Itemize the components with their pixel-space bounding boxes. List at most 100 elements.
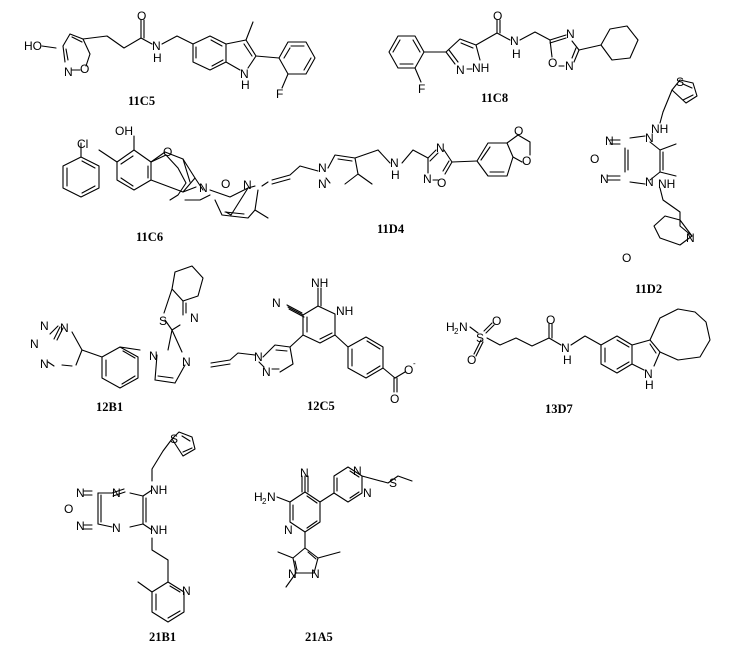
atom-n: N — [318, 161, 327, 175]
atom-chlorine: Cl — [77, 137, 88, 151]
atom-sulfur: S — [476, 331, 484, 345]
compound-21A5: N H 2 N N N N S N N 21A5 — [254, 464, 413, 644]
atom-n: N — [645, 175, 654, 189]
atom-h: H — [153, 51, 162, 65]
atom-nh: NH — [651, 122, 668, 136]
atom-n: N — [600, 172, 609, 186]
atom-sulfur: S — [389, 476, 397, 490]
atom-h: H — [512, 47, 521, 61]
atom-n: N — [605, 134, 614, 148]
atom-hydroxyl: OH — [115, 124, 133, 138]
atom-n: N — [363, 486, 372, 500]
atom-n: N — [190, 311, 199, 325]
atom-sulfur: S — [676, 75, 684, 89]
compound-label-21A5: 21A5 — [305, 630, 333, 644]
compound-13D7: H 2 N S O O O N H N H 13D7 — [446, 308, 711, 416]
atom-n: N — [40, 357, 49, 371]
atom-nitrile-n: N — [300, 466, 309, 480]
compound-11C8: F N NH O N H N O N 11C8 — [388, 9, 639, 105]
atom-n: N — [262, 365, 271, 379]
atom-o: O — [221, 177, 230, 191]
atom-n: N — [423, 172, 432, 186]
compound-11C6: OH Cl O N O N 11C6 — [62, 124, 269, 244]
atom-n: N — [112, 521, 121, 535]
compound-label-11D4: 11D4 — [377, 222, 405, 236]
atom-amine-n: N — [267, 490, 276, 504]
atom-h: H — [563, 353, 572, 367]
compound-21B1: S N NH N O N N NH N 21B1 — [64, 431, 196, 644]
atom-n: N — [40, 319, 49, 333]
atom-nitrile-n: N — [272, 296, 281, 310]
atom-n: N — [645, 131, 654, 145]
atom-imine-nh: NH — [311, 276, 328, 290]
atom-pyridine-n: N — [182, 584, 191, 598]
atom-indole-n: N — [240, 67, 249, 81]
compound-12C5: N NH NH N N O - O 12C5 — [210, 276, 416, 413]
compound-label-21B1: 21B1 — [149, 630, 176, 644]
atom-carboxylate-o: O — [404, 363, 413, 377]
atom-o: O — [437, 176, 446, 190]
atom-n: N — [76, 486, 85, 500]
atom-n: N — [436, 141, 445, 155]
atom-n: N — [254, 350, 263, 364]
compound-label-11C8: 11C8 — [481, 91, 508, 105]
atom-h: H — [241, 78, 250, 92]
atom-n: N — [288, 567, 297, 581]
subscript-2: 2 — [262, 497, 267, 506]
atom-o: O — [514, 124, 523, 138]
atom-n: N — [149, 349, 158, 363]
atom-carbonyl-o: O — [137, 9, 146, 23]
atom-n: N — [199, 181, 208, 195]
atom-n: N — [76, 519, 85, 533]
atom-nh: NH — [150, 523, 167, 537]
atom-amine-n: N — [459, 320, 468, 334]
atom-o: O — [590, 152, 599, 166]
atom-fluorine: F — [418, 82, 425, 96]
atom-h: H — [446, 320, 455, 334]
atom-n: N — [686, 231, 695, 245]
atom-n: N — [565, 59, 574, 73]
atom-n: N — [60, 321, 69, 335]
atom-sulfonyl-o: O — [492, 314, 501, 328]
atom-n: N — [353, 464, 362, 478]
atom-n: N — [566, 27, 575, 41]
charge-minus: - — [413, 359, 416, 368]
compound-label-11D2: 11D2 — [635, 282, 662, 296]
atom-sulfur: S — [170, 432, 178, 446]
atom-amine-n: N — [390, 156, 399, 170]
atom-n: N — [182, 355, 191, 369]
atom-o: O — [522, 154, 531, 168]
atom-pyridine-n: N — [284, 523, 293, 537]
atom-n: N — [318, 177, 327, 191]
compound-11D4: N N N H N N O O O 11D4 — [271, 124, 531, 236]
atom-hydroxyl: HO — [24, 39, 42, 53]
compound-11C5: HO N O O N H N H F 11C5 — [24, 9, 316, 108]
atom-h: H — [391, 168, 400, 182]
compound-label-12C5: 12C5 — [307, 399, 335, 413]
atom-h: H — [645, 378, 654, 392]
atom-ring-nh: NH — [336, 304, 353, 318]
atom-n: N — [64, 65, 73, 79]
atom-n: N — [243, 178, 252, 192]
atom-o: O — [622, 251, 631, 265]
compound-label-11C6: 11C6 — [136, 230, 163, 244]
compound-label-13D7: 13D7 — [545, 402, 573, 416]
atom-o: O — [163, 145, 172, 159]
atom-amide-n: N — [152, 39, 161, 53]
atom-sulfonyl-o: O — [467, 353, 476, 367]
atom-n: N — [112, 486, 121, 500]
atom-o: O — [548, 56, 557, 70]
atom-nh: NH — [472, 61, 489, 75]
atom-indole-n: N — [644, 367, 653, 381]
atom-n: N — [311, 567, 320, 581]
compound-12B1: S N N N N N N N 12B1 — [30, 265, 204, 414]
atom-nh: NH — [150, 483, 167, 497]
atom-amide-n: N — [561, 341, 570, 355]
atom-o: O — [64, 502, 73, 516]
subscript-2: 2 — [454, 327, 459, 336]
atom-carbonyl-o: O — [390, 392, 399, 406]
compound-label-12B1: 12B1 — [96, 400, 123, 414]
atom-carbonyl-o: O — [546, 313, 555, 327]
atom-nh: NH — [658, 177, 675, 191]
